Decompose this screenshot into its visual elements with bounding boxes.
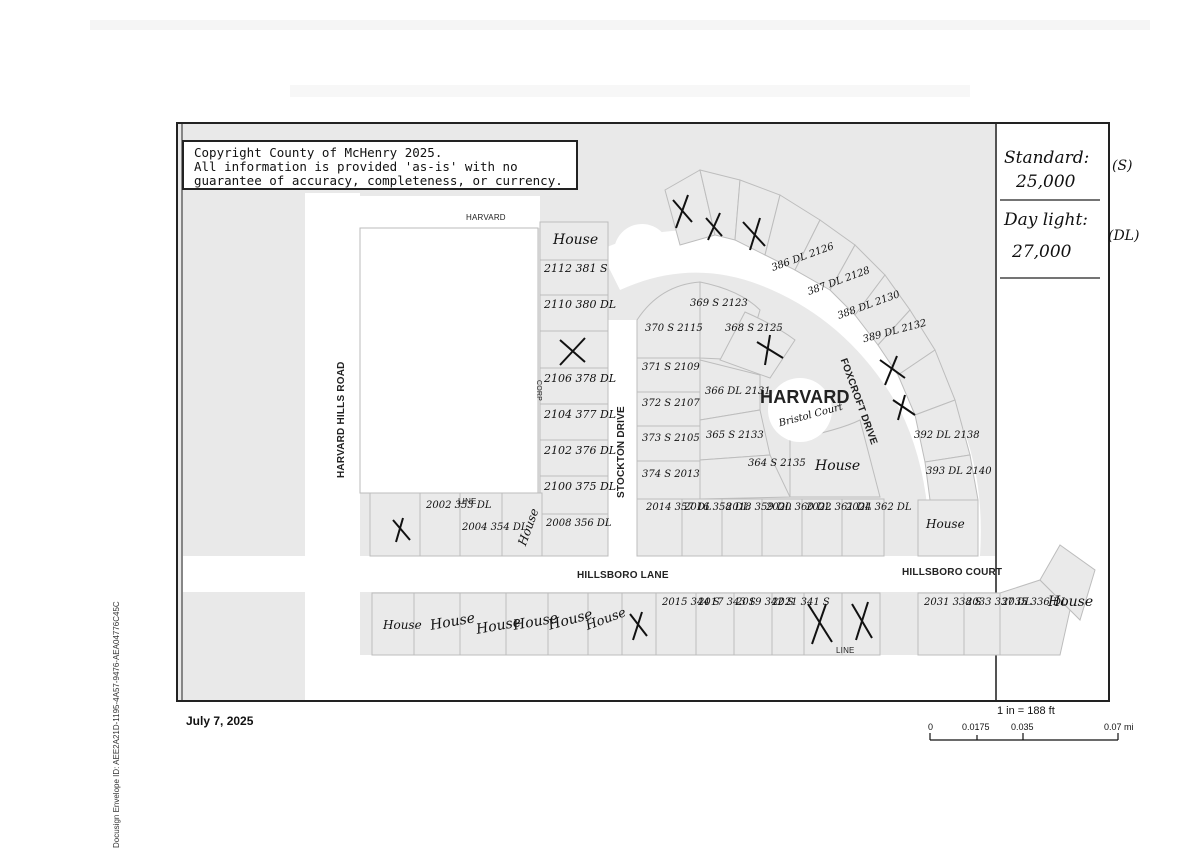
scale-tick-2: 0.035 — [1011, 722, 1034, 732]
lot-annotation-372: 372 S 2107 — [642, 398, 700, 409]
scale-ratio: 1 in = 188 ft — [997, 705, 1055, 717]
lot-annotation-354: 2004 354 DL — [462, 522, 528, 533]
lot-annotation-362: 2024 362 DL — [846, 502, 912, 513]
lot-annotation-373: 373 S 2105 — [642, 433, 700, 444]
legend-standard-code: (S) — [1112, 158, 1133, 174]
lot-annotation-380: 2110 380 DL — [544, 298, 617, 311]
lot-annotation-361: 2022 361 DL — [806, 502, 872, 513]
notice-line-1: Copyright County of McHenry 2025. — [194, 145, 443, 160]
lot-annotation-364: 364 S 2135 — [748, 458, 806, 469]
lot-annotation-374: 374 S 2013 — [642, 469, 700, 480]
subdivision-label-harvard: HARVARD — [760, 387, 850, 407]
lot-annotation-336: 2035 336 DL — [1002, 597, 1068, 608]
lot-annotation-357: 2014 357 DL — [646, 502, 712, 513]
scale-tick-3: 0.07 mi — [1104, 722, 1134, 732]
house-annotation: House — [815, 458, 861, 474]
lot-annotation-378: 2106 378 DL — [544, 372, 617, 385]
road-label-hillsboro-lane: HILLSBORO LANE — [577, 570, 669, 581]
lot-annotation-353: 2002 353 DL — [426, 500, 492, 511]
lot-annotation-392: 392 DL 2138 — [914, 430, 980, 441]
lot-annotation-337: 2033 337 DL — [966, 597, 1032, 608]
lot-annotation-370: 370 S 2115 — [645, 323, 703, 334]
lot-annotation-381: 2112 381 S — [544, 262, 608, 275]
map-date: July 7, 2025 — [186, 714, 254, 728]
notice-line-3: guarantee of accuracy, completeness, or … — [194, 173, 563, 188]
scale-tick-0: 0 — [928, 722, 934, 732]
lot-annotation-338: 2031 338 S — [924, 597, 982, 608]
road-label-corp: CORP — [535, 380, 542, 402]
road-label-hillsboro-court: HILLSBORO COURT — [902, 567, 1003, 578]
lot-annotation-376: 2102 376 DL — [544, 444, 617, 457]
lot-annotation-341: 2021 341 S — [772, 597, 830, 608]
legend-daylight-value: 27,000 — [1012, 242, 1072, 262]
lot-annotation-343: 2017 343 S — [698, 597, 756, 608]
lot-annotation-371: 371 S 2109 — [642, 362, 700, 373]
house-annotation: House — [926, 517, 965, 531]
lot-annotation-358: 2016 358 DL — [684, 502, 750, 513]
lot-line-label-bottom: LINE — [836, 646, 855, 655]
road-label-stockton-drive: STOCKTON DRIVE — [616, 406, 627, 498]
lot-annotation-369: 369 S 2123 — [690, 298, 748, 309]
road-label-harvard-hills-road: HARVARD HILLS ROAD — [336, 361, 347, 478]
lot-annotation-356: 2008 356 DL — [546, 518, 612, 529]
house-annotation: House — [383, 618, 422, 632]
lot-annotation-375: 2100 375 DL — [544, 480, 617, 493]
scale-tick-1: 0.0175 — [962, 722, 990, 732]
legend-standard-label: Standard: — [1004, 148, 1090, 168]
road-label-harvard-top: HARVARD — [466, 213, 506, 222]
notice-line-2: All information is provided 'as-is' with… — [194, 159, 518, 174]
lot-annotation-342: 2019 342 S — [736, 597, 794, 608]
lot-annotation-368: 368 S 2125 — [725, 323, 783, 334]
legend-daylight-label: Day light: — [1004, 210, 1089, 230]
lot-annotation-344: 2015 344 S — [662, 597, 720, 608]
lot-annotation-366: 366 DL 2131 — [705, 386, 771, 397]
lot-annotation-359: 2018 359 DL — [726, 502, 792, 513]
lot-annotation-360: 2020 360 DL — [766, 502, 832, 513]
legend-standard-value: 25,000 — [1016, 172, 1076, 192]
house-annotation: House — [1048, 594, 1094, 610]
lot-annotation-365: 365 S 2133 — [706, 430, 764, 441]
lot-line-label-top: LINE — [458, 497, 477, 506]
lot-annotation-377: 2104 377 DL — [544, 408, 617, 421]
house-annotation: House — [553, 232, 599, 248]
docusign-envelope-id: Docusign Envelope ID: AEE2A21D-1195-4A57… — [112, 601, 121, 848]
legend-daylight-code: (DL) — [1108, 228, 1140, 244]
copyright-notice: Copyright County of McHenry 2025. All in… — [182, 140, 578, 190]
lot-annotation-393: 393 DL 2140 — [926, 466, 992, 477]
